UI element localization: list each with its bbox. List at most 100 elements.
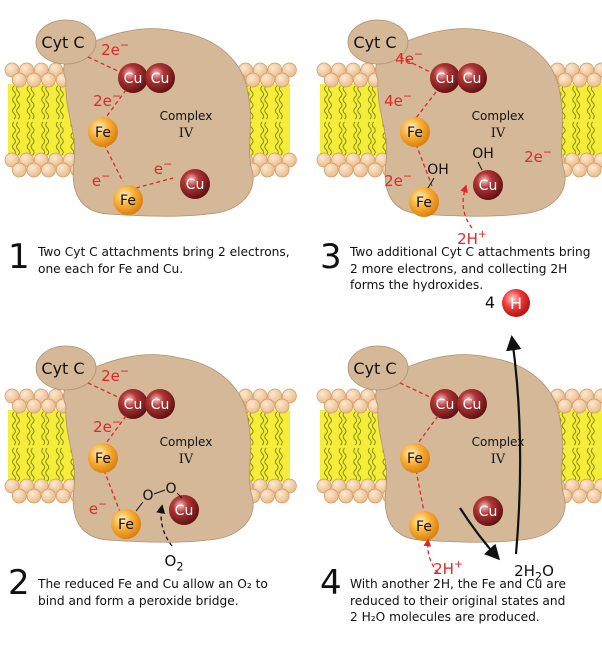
electron-path <box>415 469 425 513</box>
complex-roman-label: IV <box>179 452 194 467</box>
lipid-head <box>252 478 268 494</box>
fe-b-ball <box>111 509 141 539</box>
fe-b-label: Fe <box>416 519 432 535</box>
lipid-tail <box>264 121 269 156</box>
lipid-head <box>274 72 290 88</box>
electron-path <box>135 177 174 189</box>
cyt-c-body <box>347 345 409 391</box>
lipid-head <box>55 488 71 504</box>
lipid-tail <box>55 121 60 156</box>
complex-label: Complex <box>472 435 525 449</box>
lipid-head <box>260 162 275 178</box>
lipid-head <box>19 478 34 494</box>
hydroxide-label: OH <box>427 162 449 178</box>
electron-path <box>103 415 127 447</box>
lipid-tail <box>26 85 31 120</box>
lipid-head <box>367 162 383 178</box>
lipid-head <box>331 152 346 168</box>
lipid-tail <box>353 411 358 446</box>
bond <box>135 501 144 512</box>
complex-label: Complex <box>160 435 213 449</box>
cu-b-ball <box>145 63 175 93</box>
caption-line: 2 H₂O molecules are produced. <box>350 610 540 624</box>
lipid-tail <box>26 447 31 482</box>
lipid-tail <box>561 121 566 156</box>
lipid-tail <box>12 411 16 446</box>
lipid-head <box>4 62 20 78</box>
lipid-head <box>11 162 27 178</box>
lipid-tail <box>16 121 20 156</box>
lipid-head <box>579 478 595 494</box>
cu-b-ball <box>145 389 175 419</box>
cyt-c-label: Cyt C <box>41 33 84 52</box>
lipid-head <box>586 398 602 414</box>
lipid-head <box>353 398 368 414</box>
lipid-tail <box>41 121 46 156</box>
electron-label: 2e− <box>93 89 121 110</box>
lipid-tail <box>576 121 581 156</box>
lipid-tail <box>260 447 265 482</box>
proton-ball-label: H <box>510 294 522 313</box>
lipid-tail <box>30 447 35 482</box>
lipid-head <box>11 398 27 414</box>
lipid-head <box>267 62 283 78</box>
lipid-head <box>274 488 290 504</box>
cu-c-label: Cu <box>479 504 498 520</box>
lipid-head <box>331 388 346 404</box>
lipid-tail <box>590 411 595 446</box>
complex-iv-body <box>375 28 566 217</box>
cu-c-label: Cu <box>186 177 205 193</box>
fe-a-label: Fe <box>407 125 423 141</box>
lipid-tail <box>55 85 60 120</box>
lipid-head <box>353 488 368 504</box>
lipid-tail <box>353 85 358 120</box>
lipid-tail <box>561 447 566 482</box>
cu-b-label: Cu <box>151 397 170 413</box>
lipid-tail <box>324 121 328 156</box>
lipid-tail <box>264 85 269 120</box>
cu-b-label: Cu <box>463 397 482 413</box>
lipid-head <box>33 478 49 494</box>
cu-a-label: Cu <box>124 71 143 87</box>
lipid-tail <box>590 447 595 482</box>
oxygen-label: O <box>142 488 153 504</box>
lipid-tail <box>338 447 343 482</box>
electron-label: e− <box>89 497 107 518</box>
lipid-tail <box>41 447 46 482</box>
lipid-head <box>579 62 595 78</box>
lipid-head <box>48 478 64 494</box>
lipid-tail <box>342 411 347 446</box>
fe-a-ball <box>400 443 430 473</box>
bond <box>176 492 183 499</box>
lipid-head <box>564 152 580 168</box>
cu-c-label: Cu <box>175 503 194 519</box>
lipid-head <box>572 162 587 178</box>
lipid-head <box>33 62 49 78</box>
step-number-1: 1 <box>8 237 30 277</box>
electron-path <box>415 91 437 119</box>
lipid-head <box>564 388 580 404</box>
lipid-tail <box>41 411 46 446</box>
cu-a-label: Cu <box>436 71 455 87</box>
lipid-head <box>274 162 290 178</box>
lipid-head <box>26 72 42 88</box>
fe-b-ball <box>409 511 439 541</box>
complex-roman-label: IV <box>491 452 506 467</box>
lipid-head <box>345 152 361 168</box>
electron-path <box>87 382 121 399</box>
lipid-tail <box>572 121 577 156</box>
proton-label: 2H+ <box>457 227 487 248</box>
cu-c-ball <box>180 169 210 199</box>
lipid-tail <box>249 85 254 120</box>
lipid-tail <box>338 121 343 156</box>
lipid-tail <box>260 411 265 446</box>
bond <box>153 489 166 495</box>
lipid-tail <box>371 411 376 446</box>
lipid-head <box>4 388 20 404</box>
caption-line: one each for Fe and Cu. <box>38 261 184 276</box>
lipid-head <box>33 388 49 404</box>
lipid-tail <box>264 447 269 482</box>
fe-a-label: Fe <box>95 451 111 467</box>
